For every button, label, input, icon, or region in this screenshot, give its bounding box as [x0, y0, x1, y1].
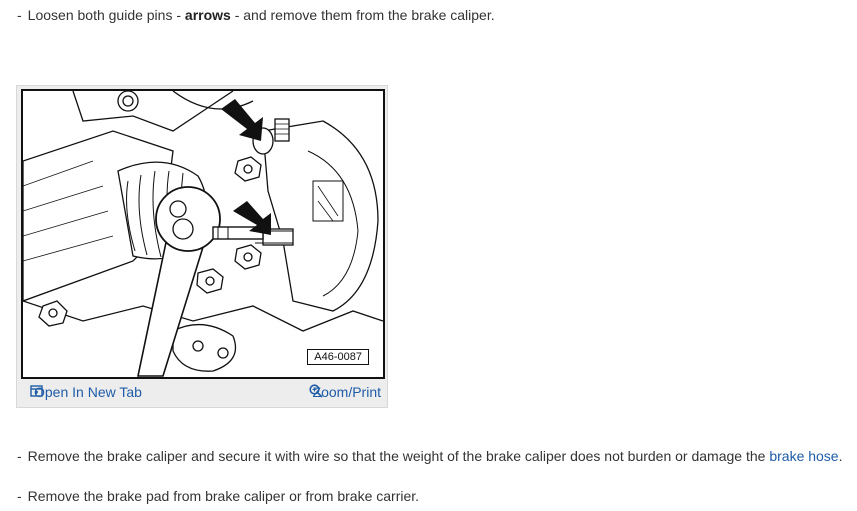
- zoom-print-button[interactable]: Zoom/Print: [308, 384, 381, 400]
- step-dash: -: [17, 448, 22, 464]
- step-2-text-end: .: [838, 448, 843, 464]
- step-3-text: Remove the brake pad from brake caliper …: [27, 488, 420, 504]
- step-1-bold-term: arrows: [184, 7, 231, 23]
- brake-hose-link[interactable]: brake hose: [769, 448, 839, 464]
- instruction-step-1: -Loosen both guide pins - arrows - and r…: [17, 6, 495, 24]
- figure-panel: A46-0087 Open In New Tab Zoom/Print: [16, 85, 388, 408]
- step-dash: -: [17, 7, 22, 23]
- figure-toolbar: Open In New Tab Zoom/Print: [17, 382, 387, 404]
- open-in-new-tab-label: Open In New Tab: [34, 384, 142, 400]
- instruction-step-2: -Remove the brake caliper and secure it …: [17, 447, 843, 465]
- brake-caliper-drawing: [23, 91, 383, 377]
- step-1-text-end: - and remove them from the brake caliper…: [230, 7, 495, 23]
- step-2-text-start: Remove the brake caliper and secure it w…: [27, 448, 770, 464]
- step-1-text-start: Loosen both guide pins -: [27, 7, 185, 23]
- zoom-print-label: Zoom/Print: [312, 384, 381, 400]
- open-in-new-tab-button[interactable]: Open In New Tab: [30, 384, 142, 400]
- instruction-step-3: -Remove the brake pad from brake caliper…: [17, 487, 419, 505]
- figure-illustration[interactable]: A46-0087: [21, 89, 385, 379]
- figure-code-label: A46-0087: [307, 349, 369, 365]
- step-dash: -: [17, 488, 22, 504]
